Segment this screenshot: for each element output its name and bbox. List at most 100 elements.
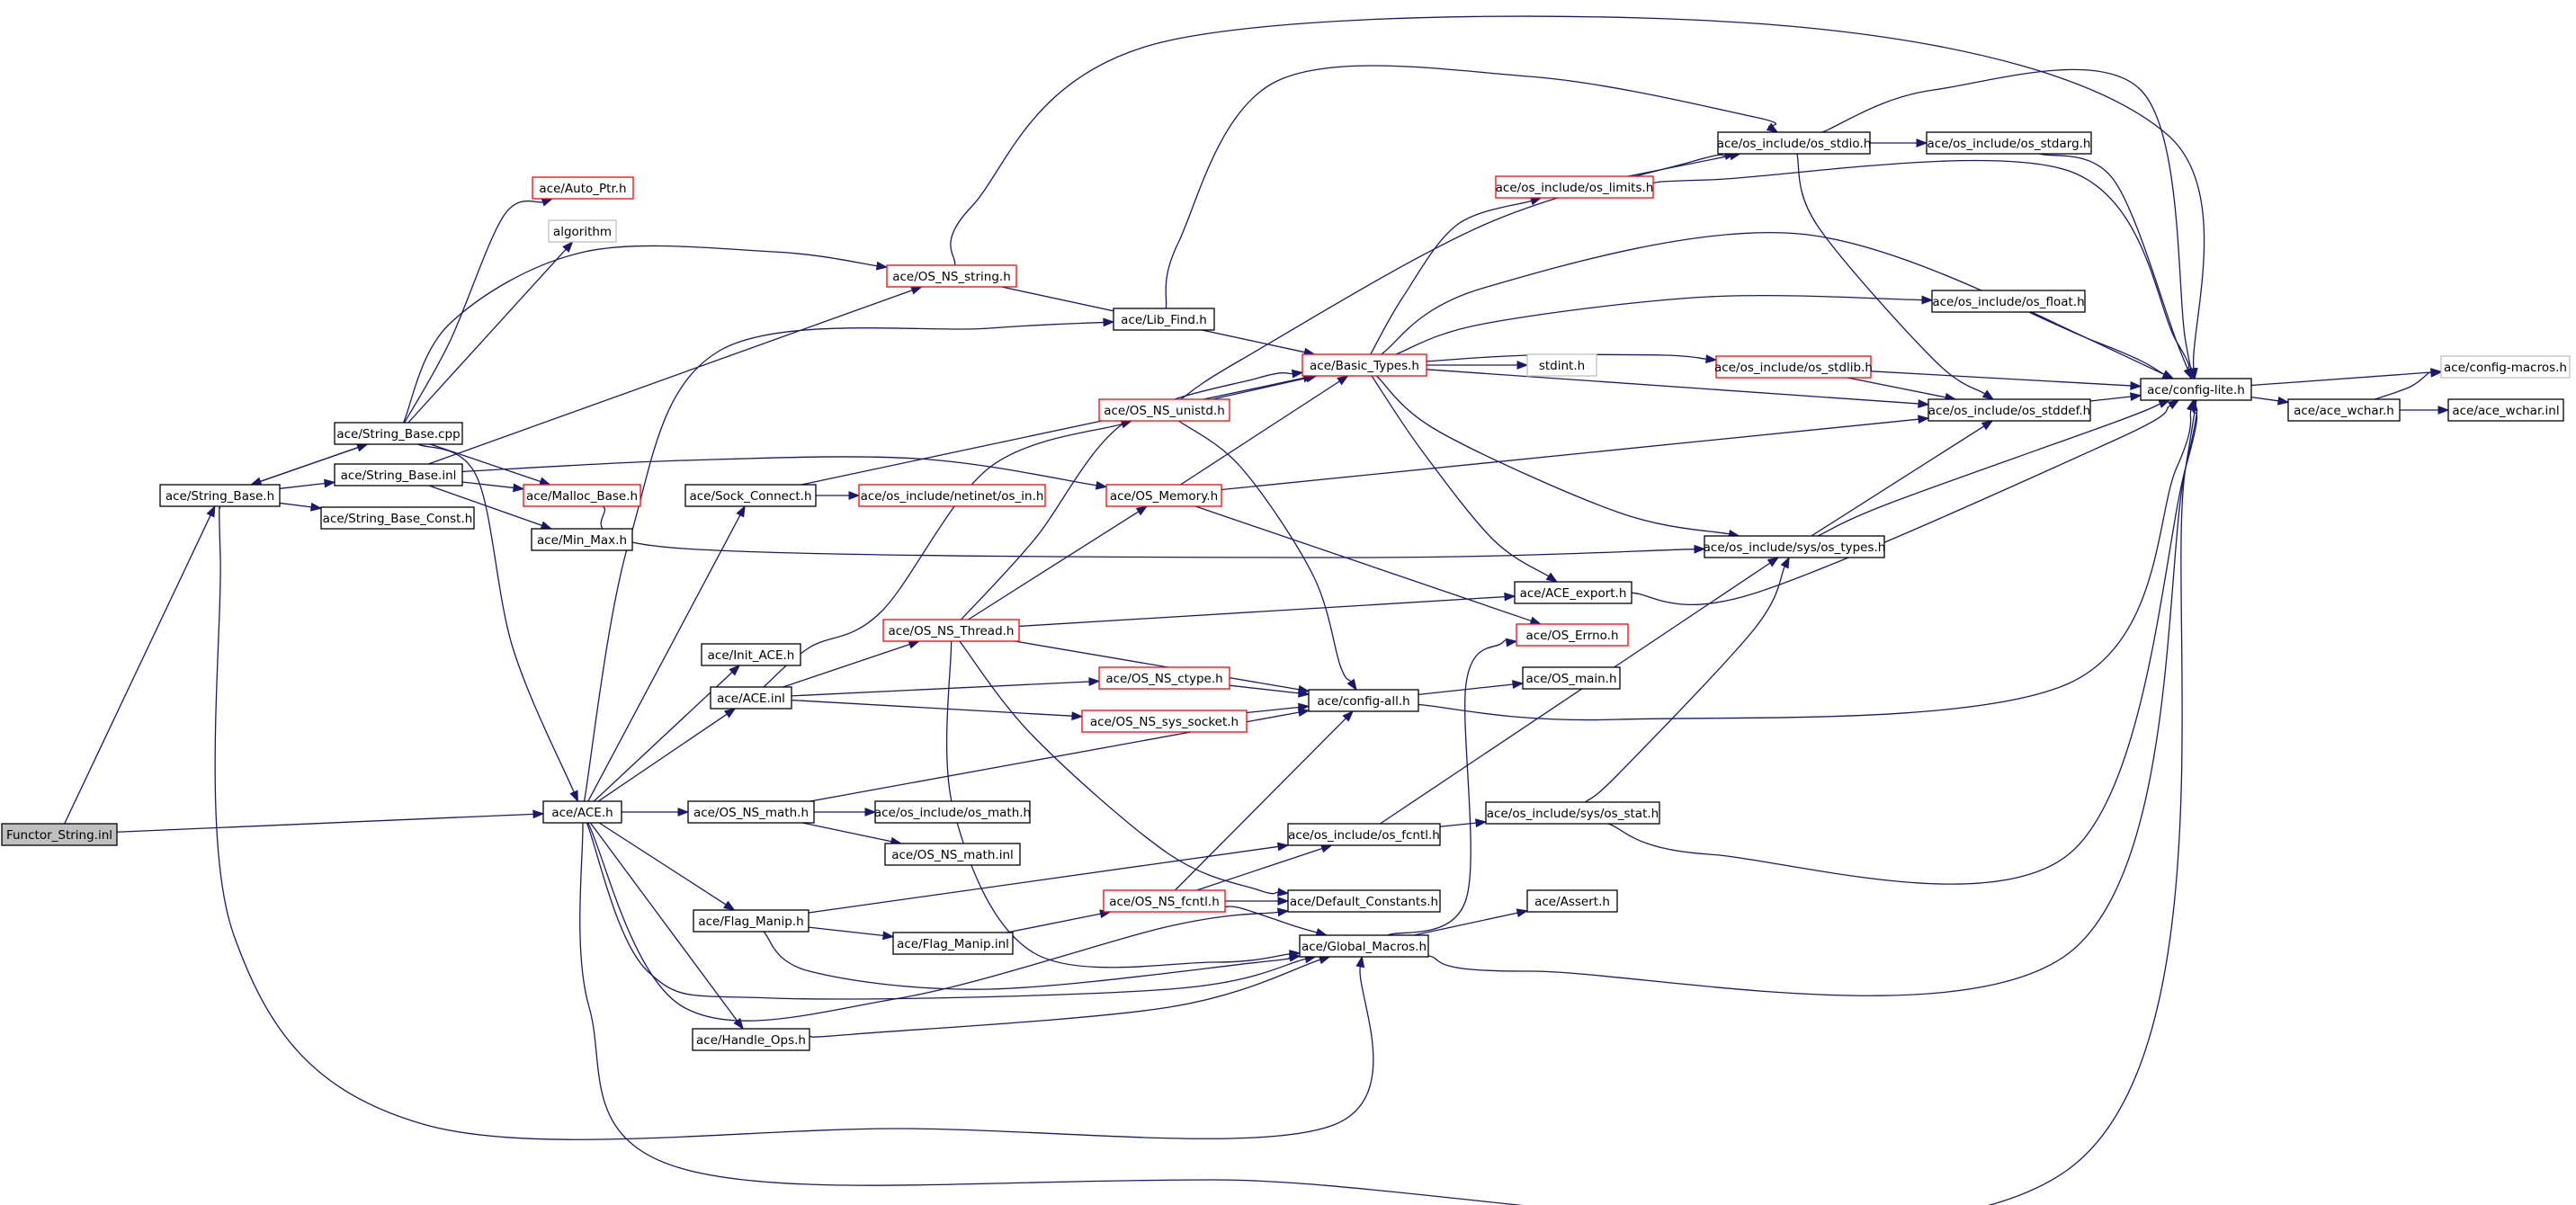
node-ace-inl[interactable]: ace/ACE.inl — [710, 686, 792, 710]
node-label: ace/os_include/os_stddef.h — [1928, 404, 2090, 418]
node-box — [693, 909, 809, 933]
edge-global_macros_h-to-os_errno_h — [1387, 638, 1518, 936]
node-netinet-os-in-h[interactable]: ace/os_include/netinet/os_in.h — [858, 484, 1046, 507]
node-label: ace/OS_NS_math.inl — [891, 848, 1014, 862]
node-box — [892, 932, 1014, 955]
edge-arrowhead — [1355, 955, 1365, 968]
edge-os_stdlib_h-to-config_lite_h — [1870, 370, 2142, 390]
edge-ace_wchar_h-to-config_macros_h — [2374, 368, 2443, 400]
node-os-ns-ctype-h[interactable]: ace/OS_NS_ctype.h — [1098, 666, 1230, 690]
edge-line — [1426, 369, 1919, 405]
node-sock-connect-h[interactable]: ace/Sock_Connect.h — [684, 484, 817, 507]
edge-os_memory_h-to-os_stddef_h — [1221, 415, 1930, 491]
node-ace-wchar-h[interactable]: ace/ace_wchar.h — [2287, 398, 2401, 422]
edge-arrowhead — [1095, 480, 1108, 490]
edge-ace_h-to-flag_manip_h — [598, 822, 736, 911]
edge-global_macros_h-to-assert_h — [1413, 908, 1529, 936]
node-string-base-h[interactable]: ace/String_Base.h — [159, 484, 281, 507]
edge-line — [802, 822, 892, 843]
node-os-limits-h[interactable]: ace/os_include/os_limits.h — [1495, 175, 1654, 199]
node-os-ns-string-h[interactable]: ace/OS_NS_string.h — [886, 264, 1017, 288]
edge-string_base_cpp-to-os_ns_string_h — [403, 245, 889, 424]
edge-os_ns_unistd_h-to-config_all_h — [1178, 420, 1357, 692]
node-label: ace/OS_NS_Thread.h — [889, 624, 1015, 638]
node-label: ace/os_include/os_stdarg.h — [1928, 137, 2091, 151]
edge-line — [597, 713, 728, 802]
node-sys-os-stat-h[interactable]: ace/os_include/sys/os_stat.h — [1485, 801, 1660, 825]
edge-basic_types_h-to-stdint_h — [1427, 361, 1529, 370]
edge-arrowhead — [569, 790, 578, 803]
node-ace-wchar-inl[interactable]: ace/ace_wchar.inl — [2447, 398, 2564, 422]
edge-arrowhead — [882, 931, 895, 941]
node-basic-types-h[interactable]: ace/Basic_Types.h — [1301, 353, 1427, 377]
edge-arrowhead — [1320, 844, 1333, 853]
node-stdint-h[interactable]: stdint.h — [1526, 353, 1597, 377]
node-label: ace/Assert.h — [1534, 895, 1610, 909]
edge-line — [801, 377, 1304, 486]
node-os-fcntl-h[interactable]: ace/os_include/os_fcntl.h — [1287, 823, 1441, 846]
node-auto-ptr-h[interactable]: ace/Auto_Ptr.h — [532, 176, 634, 200]
node-box — [334, 422, 463, 445]
node-config-lite-h[interactable]: ace/config-lite.h — [2140, 378, 2252, 401]
node-os-stdarg-h[interactable]: ace/os_include/os_stdarg.h — [1926, 131, 2092, 155]
node-string-base-inl[interactable]: ace/String_Base.inl — [334, 463, 463, 486]
node-label: stdint.h — [1539, 359, 1585, 373]
node-os-errno-h[interactable]: ace/OS_Errno.h — [1516, 623, 1629, 647]
node-os-ns-fcntl-h[interactable]: ace/OS_NS_fcntl.h — [1103, 889, 1226, 913]
edge-string_base_inl-to-malloc_base_h — [461, 481, 525, 493]
node-string-base-cpp[interactable]: ace/String_Base.cpp — [334, 422, 463, 445]
edge-line — [809, 959, 1320, 1038]
node-sys-os-types-h[interactable]: ace/os_include/sys/os_types.h — [1704, 535, 1886, 558]
node-handle-ops-h[interactable]: ace/Handle_Ops.h — [692, 1028, 810, 1051]
node-default-constants-h[interactable]: ace/Default_Constants.h — [1287, 889, 1441, 913]
node-min-max-h[interactable]: ace/Min_Max.h — [531, 528, 633, 551]
edge-line — [1196, 847, 1323, 891]
edge-line — [1174, 718, 1346, 891]
node-malloc-base-h[interactable]: ace/Malloc_Base.h — [523, 484, 641, 507]
node-os-stdio-h[interactable]: ace/os_include/os_stdio.h — [1717, 131, 1872, 155]
edge-line — [1418, 409, 2192, 721]
node-os-ns-math-inl[interactable]: ace/OS_NS_math.inl — [884, 843, 1021, 866]
edge-arrowhead — [1291, 369, 1304, 379]
node-label: ace/Handle_Ops.h — [696, 1033, 806, 1048]
node-flag-manip-inl[interactable]: ace/Flag_Manip.inl — [892, 932, 1014, 955]
edge-string_base_cpp-to-algorithm — [407, 240, 574, 424]
edge-ace_inl-to-os_ns_sys_socket_h — [791, 699, 1084, 721]
edge-arrowhead — [2161, 370, 2175, 379]
edge-ace_h-to-default_constants_h — [587, 822, 1290, 1022]
node-os-stddef-h[interactable]: ace/os_include/os_stddef.h — [1928, 398, 2091, 422]
node-flag-manip-h[interactable]: ace/Flag_Manip.h — [693, 909, 809, 933]
edge-line — [1817, 403, 2160, 537]
node-init-ace-h[interactable]: ace/Init_ACE.h — [701, 643, 801, 666]
node-os-math-h[interactable]: ace/os_include/os_math.h — [874, 800, 1031, 824]
node-ace-export-h[interactable]: ace/ACE_export.h — [1514, 581, 1632, 604]
node-os-ns-unistd-h[interactable]: ace/OS_NS_unistd.h — [1098, 398, 1230, 422]
edge-arrowhead — [1475, 818, 1488, 828]
edge-line — [763, 931, 1292, 990]
node-os-ns-thread-h[interactable]: ace/OS_NS_Thread.h — [882, 619, 1020, 642]
node-os-ns-sys-socket-h[interactable]: ace/OS_NS_sys_socket.h — [1081, 710, 1248, 733]
edge-line — [1395, 294, 1923, 355]
node-os-stdlib-h[interactable]: ace/os_include/os_stdlib.h — [1714, 355, 1873, 379]
edge-line — [1380, 562, 1771, 825]
edge-basic_types_h-to-ace_export_h — [1371, 375, 1559, 583]
node-string-base-const-h[interactable]: ace/String_Base_Const.h — [320, 506, 475, 530]
node-ace-h[interactable]: ace/ACE.h — [542, 800, 622, 824]
node-os-main-h[interactable]: ace/OS_main.h — [1522, 666, 1621, 690]
edge-line — [1796, 153, 1986, 395]
node-assert-h[interactable]: ace/Assert.h — [1526, 889, 1618, 913]
edges-layer — [64, 15, 2450, 1205]
node-config-macros-h[interactable]: ace/config-macros.h — [2440, 355, 2571, 379]
node-global-macros-h[interactable]: ace/Global_Macros.h — [1299, 934, 1429, 958]
node-lib-find-h[interactable]: ace/Lib_Find.h — [1113, 308, 1215, 331]
node-os-ns-math-h[interactable]: ace/OS_NS_math.h — [687, 800, 815, 824]
node-os-memory-h[interactable]: ace/OS_Memory.h — [1105, 484, 1222, 507]
node-config-all-h[interactable]: ace/config-all.h — [1308, 689, 1419, 712]
edge-functor_string_inl-to-ace_h — [116, 809, 545, 833]
node-algorithm[interactable]: algorithm — [548, 219, 617, 243]
edge-ace_h-to-sock_connect_h — [587, 504, 746, 802]
node-label: Functor_String.inl — [6, 828, 112, 843]
node-os-float-h[interactable]: ace/os_include/os_float.h — [1931, 290, 2086, 313]
node-label: ace/String_Base.cpp — [336, 427, 460, 442]
